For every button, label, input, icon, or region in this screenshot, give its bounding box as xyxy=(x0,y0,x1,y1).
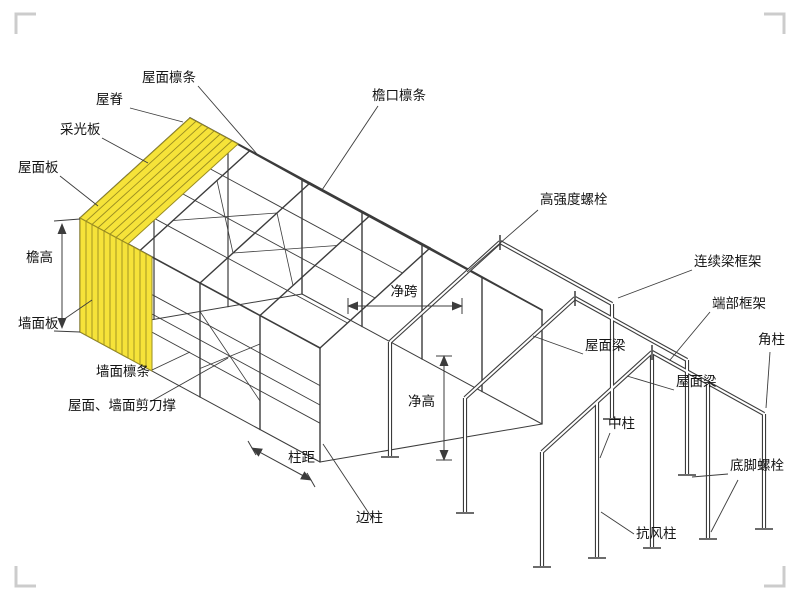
exploded-frames xyxy=(381,235,773,568)
label-roof-beam-2: 屋面梁 xyxy=(676,374,717,390)
leader-middle-column xyxy=(599,432,611,459)
leader-continuous-beam-frame xyxy=(617,269,693,299)
label-wind-column: 抗风柱 xyxy=(636,526,677,542)
cladding-panels xyxy=(79,117,239,372)
label-wall-girt: 墙面檩条 xyxy=(96,363,150,380)
label-end-frame: 端部框架 xyxy=(712,296,766,312)
label-wall-panel: 墙面板 xyxy=(18,316,59,332)
cross-bracing xyxy=(172,150,449,402)
label-ridge: 屋脊 xyxy=(96,92,123,108)
corner-marks xyxy=(14,12,786,588)
leader-skylight-panel xyxy=(101,137,149,164)
label-high-strength-bolt: 高强度螺栓 xyxy=(540,191,608,208)
label-edge-column: 边柱 xyxy=(356,510,383,526)
label-roof-purlin: 屋面檩条 xyxy=(142,69,196,86)
wall-panel-ribs xyxy=(85,221,147,368)
leader-high-strength-bolt xyxy=(466,209,539,273)
label-roof-panel: 屋面板 xyxy=(18,160,59,176)
label-column-spacing: 柱距 xyxy=(288,450,315,466)
label-corner-column: 角柱 xyxy=(758,332,785,348)
clear-span-dimension xyxy=(347,298,463,314)
roof-panel-ribs xyxy=(85,120,233,242)
label-eave-purlin: 檐口檩条 xyxy=(372,87,426,104)
base-plates xyxy=(381,418,773,568)
leader-roof-purlin xyxy=(197,85,258,155)
leader-anchor-bolt-2 xyxy=(710,479,739,533)
leader-lines xyxy=(59,85,771,535)
label-middle-column: 中柱 xyxy=(608,416,635,432)
label-anchor-bolt: 底脚螺栓 xyxy=(730,458,784,474)
leader-anchor-bolt-1 xyxy=(691,473,729,478)
leader-edge-column xyxy=(322,443,373,519)
label-roof-beam-1: 屋面梁 xyxy=(585,338,626,354)
label-continuous-beam-frame: 连续梁框架 xyxy=(694,254,762,270)
leader-wall-panel xyxy=(59,299,93,323)
eave-height-dimension xyxy=(53,218,81,333)
label-eave-height: 檐高 xyxy=(26,249,53,266)
leader-end-frame xyxy=(669,311,711,361)
leader-ridge xyxy=(129,107,184,123)
clear-height-dimension xyxy=(436,355,452,461)
leader-eave-purlin xyxy=(321,105,379,191)
leader-wind-column xyxy=(600,511,635,535)
apex-splice-plates xyxy=(499,235,653,360)
label-roof-wall-bracing: 屋面、墙面剪刀撑 xyxy=(68,398,176,414)
leader-corner-column xyxy=(765,351,771,409)
frame-members-inner xyxy=(389,241,765,566)
leader-roof-panel xyxy=(59,175,99,207)
leader-roof-beam-2 xyxy=(626,375,675,391)
label-skylight-panel: 采光板 xyxy=(60,122,101,138)
leader-roof-beam-1 xyxy=(532,335,584,355)
leader-wall-girt xyxy=(151,351,191,371)
label-clear-height: 净高 xyxy=(408,393,435,410)
dimension-lines xyxy=(53,218,463,488)
label-clear-span: 净跨 xyxy=(391,284,418,300)
column-spacing-dimension xyxy=(247,440,316,488)
leader-bracing xyxy=(149,357,229,403)
labels: 屋面檩条 屋脊 采光板 屋面板 檐高 墙面板 墙面檩条 屋面、墙面剪刀撑 檐口檩… xyxy=(18,69,785,542)
